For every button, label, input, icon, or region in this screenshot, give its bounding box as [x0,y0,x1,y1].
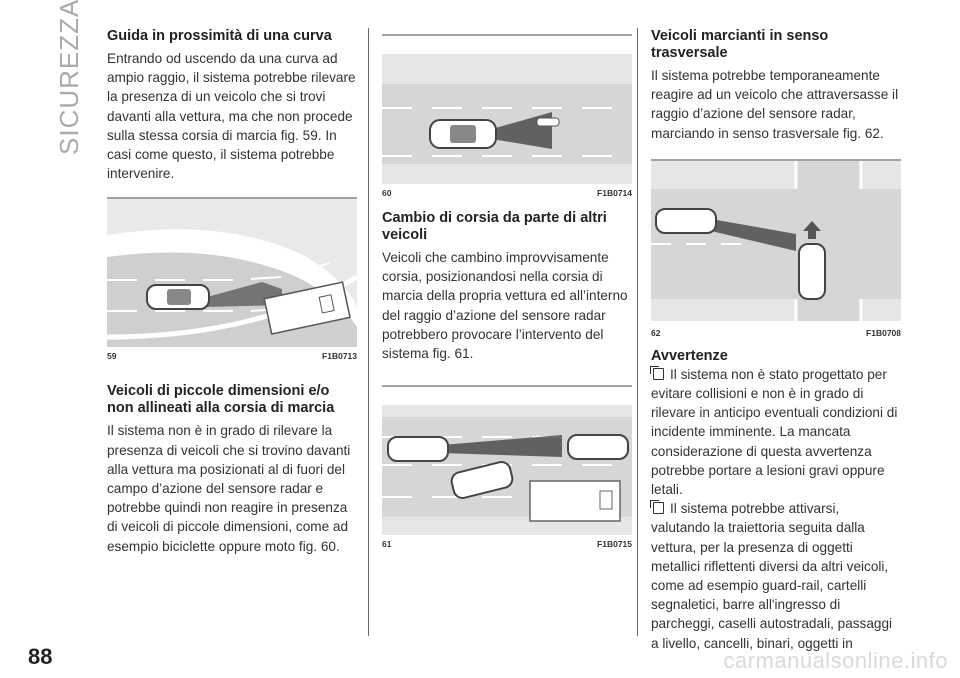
heading-curve: Guida in prossimità di una curva [107,28,332,44]
section-label: SICUREZZA [54,0,84,155]
watermark: carmanualsonline.info [723,648,948,673]
figure-code: F1B0708 [866,327,901,338]
heading-warnings: Avvertenze [651,347,728,364]
column-2: 60 F1B0714 Cambio di corsia da parte di a… [382,28,632,549]
figure-number: 59 [107,351,117,362]
warning-2-text: Il sistema potrebbe attivarsi, valutando… [651,501,893,651]
paragraph-lane-change: Veicoli che cambino improvvisamente cors… [382,250,628,362]
curve-illustration [107,197,357,348]
figure-number: 62 [651,327,661,338]
lane-change-illustration [382,385,632,536]
paragraph-curve: Entrando od uscendo da una curva ad ampi… [107,51,356,182]
figure-61: 61 F1B0715 [382,385,632,549]
figure-60: 60 F1B0714 [382,34,632,198]
paragraph-crossing: Il sistema potrebbe temporaneamente reag… [651,68,899,141]
heading-lane-change: Cambio di corsia da parte di altri veico… [382,210,607,243]
bicycle-illustration [382,34,632,184]
figure-number: 61 [382,539,392,550]
column-divider [368,28,369,636]
column-1: Guida in prossimità di una curva Entrand… [107,28,357,556]
warning-1: Il sistema non è stato progettato per ev… [650,365,901,499]
heading-small-vehicles: Veicoli di piccole dimensioni e/o non al… [107,383,335,417]
figure-number: 60 [382,188,392,198]
crossing-illustration [651,159,901,321]
warning-2: Il sistema potrebbe attivarsi, valutando… [650,499,901,653]
figure-code: F1B0715 [597,539,632,550]
paragraph-small-vehicles: Il sistema non è in grado di rilevare la… [107,423,351,554]
column-divider [637,28,638,636]
warning-bullet-icon [650,500,664,515]
column-3: Veicoli marcianti in senso trasversale I… [650,28,901,653]
figure-code: F1B0714 [597,188,632,198]
warning-bullet-icon [650,365,664,380]
figure-59: 59 F1B0713 [107,197,357,361]
warning-1-text: Il sistema non è stato progettato per ev… [651,366,898,498]
figure-62: 62 F1B0708 [651,159,901,338]
page-number: 88 [28,644,53,669]
figure-code: F1B0713 [322,351,357,362]
heading-crossing: Veicoli marcianti in senso trasversale [651,28,829,61]
